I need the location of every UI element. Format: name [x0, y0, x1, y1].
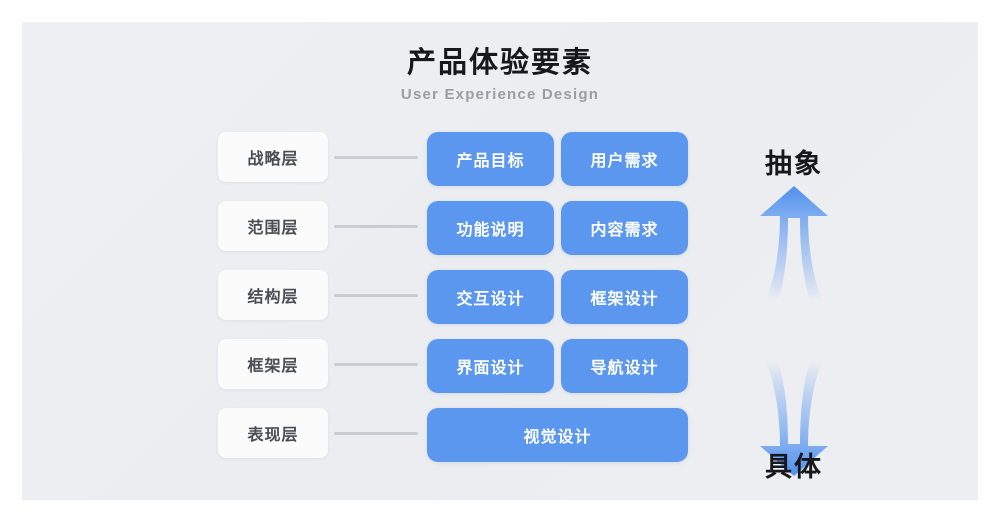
layer-label-structure[interactable]: 结构层 — [218, 270, 328, 320]
diagram-row: 框架层 界面设计 导航设计 — [22, 339, 978, 393]
experience-elements-diagram: 战略层 产品目标 用户需求 范围层 功能说明 内容需求 结构层 交互设计 框架设… — [22, 132, 978, 492]
element-box-function-spec[interactable]: 功能说明 — [427, 201, 554, 255]
element-box-navigation-design[interactable]: 导航设计 — [561, 339, 688, 393]
slide-card: 产品体验要素 User Experience Design 战略层 产品目标 用… — [22, 22, 978, 500]
layer-label-skeleton[interactable]: 框架层 — [218, 339, 328, 389]
layer-label-strategy[interactable]: 战略层 — [218, 132, 328, 182]
arrow-up-icon — [760, 186, 828, 300]
diagram-row: 范围层 功能说明 内容需求 — [22, 201, 978, 255]
diagram-row: 战略层 产品目标 用户需求 — [22, 132, 978, 186]
connector-line — [334, 432, 418, 435]
connector-line — [334, 156, 418, 159]
element-box-product-goal[interactable]: 产品目标 — [427, 132, 554, 186]
abstraction-axis: 抽象 具体 — [714, 132, 874, 492]
connector-line — [334, 363, 418, 366]
layer-label-scope[interactable]: 范围层 — [218, 201, 328, 251]
connector-line — [334, 294, 418, 297]
layer-label-surface[interactable]: 表现层 — [218, 408, 328, 458]
element-box-content-needs[interactable]: 内容需求 — [561, 201, 688, 255]
element-box-interface-design[interactable]: 界面设计 — [427, 339, 554, 393]
diagram-row: 表现层 视觉设计 — [22, 408, 978, 462]
diagram-row: 结构层 交互设计 框架设计 — [22, 270, 978, 324]
element-box-framework-design[interactable]: 框架设计 — [561, 270, 688, 324]
connector-line — [334, 225, 418, 228]
axis-label-abstract: 抽象 — [765, 149, 823, 179]
element-box-interaction-design[interactable]: 交互设计 — [427, 270, 554, 324]
arrow-down-icon — [760, 362, 828, 476]
header: 产品体验要素 User Experience Design — [22, 44, 978, 106]
page-subtitle: User Experience Design — [400, 86, 600, 103]
page-title: 产品体验要素 — [406, 47, 593, 79]
element-box-user-needs[interactable]: 用户需求 — [561, 132, 688, 186]
axis-label-concrete: 具体 — [765, 452, 823, 482]
element-box-visual-design[interactable]: 视觉设计 — [427, 408, 688, 462]
